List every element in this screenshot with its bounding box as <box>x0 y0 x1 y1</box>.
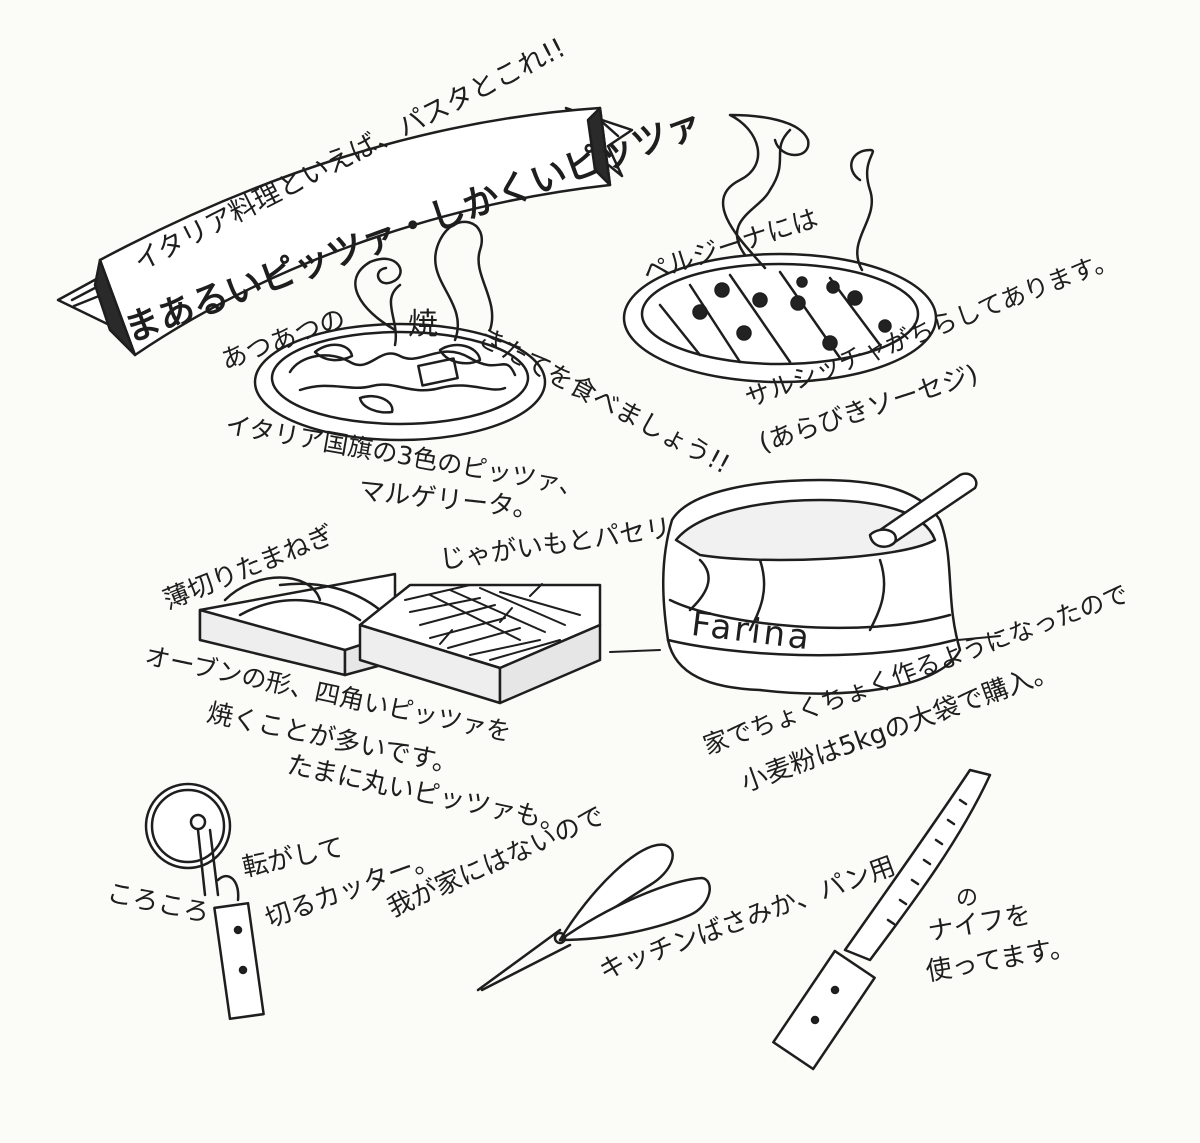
title-banner-ribbon <box>56 106 634 357</box>
bread-knife-drawing <box>772 768 992 1071</box>
flour-bag-drawing <box>609 472 1001 695</box>
kitchen-scissors-drawing <box>476 843 711 992</box>
square-pizzas-drawing <box>198 572 602 705</box>
margherita-pizza-drawing <box>253 220 547 442</box>
pizza-cutter-drawing <box>144 782 265 1021</box>
salsiccia-pizza-drawing <box>622 113 938 384</box>
knife-text-1: の <box>956 886 979 911</box>
hot-pizza-text-yaki: 焼 <box>408 307 438 342</box>
